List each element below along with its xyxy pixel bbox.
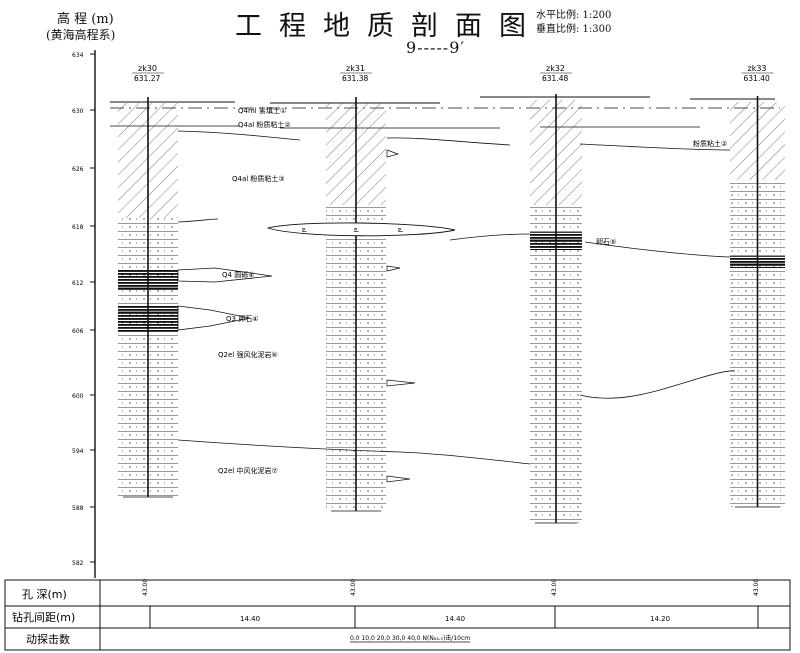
row-label-depth: 孔 深(m) <box>22 588 67 601</box>
vertical-scale: 垂直比例: 1:300 <box>536 24 612 35</box>
row-label-spacing: 钻孔间距(m) <box>12 610 75 624</box>
elevation-tick-label: 626 <box>72 166 84 173</box>
spacing-2: 14.40 <box>445 615 465 623</box>
elevation-axis-title: 高 程 (m) <box>57 12 114 27</box>
layer-label: Q2el 中风化泥岩⑦ <box>218 466 278 475</box>
section-label: 9-----9′ <box>406 38 466 57</box>
elevation-tick-label: 634 <box>72 52 84 59</box>
borehole-id: zk31 <box>346 64 365 73</box>
elevation-tick-label: 606 <box>72 328 84 335</box>
ground-surface-line <box>110 96 780 129</box>
elevation-tick-label: 612 <box>72 280 84 287</box>
elevation-axis: 634 630 626 618 612 606 600 594 588 582 <box>72 50 96 578</box>
svg-text:ఽ: ఽ <box>398 225 403 234</box>
layer-label: 粉质粘土② <box>693 139 727 148</box>
layer-label: Q4ml 素填土① <box>238 106 286 115</box>
elevation-tick-label: 600 <box>72 393 84 400</box>
drawing-title: 工程地质剖面图 <box>235 11 543 42</box>
row-label-blows: 动探击数 <box>26 633 70 646</box>
borehole-elevation: 631.48 <box>542 74 568 83</box>
hole-depth: 43.00 <box>551 579 558 596</box>
spacing-1: 14.40 <box>240 615 260 623</box>
horizontal-scale: 水平比例: 1:200 <box>536 10 612 21</box>
svg-text:ఽ: ఽ <box>302 225 307 234</box>
spacing-3: 14.20 <box>650 615 670 623</box>
borehole-id: zk33 <box>748 64 767 73</box>
blow-count-legend: 0,0 10,0 20,0 30,0 40,0 N(N₆₃.₅)击/10cm <box>350 634 470 642</box>
bottom-table: 孔 深(m) 钻孔间距(m) 动探击数 43.00 43.00 43.00 43.00… <box>4 579 791 651</box>
layer-label: Q4 圆砾④ <box>222 270 254 279</box>
gravel-lens-2 <box>177 267 273 283</box>
borehole-elevation: 631.40 <box>744 74 770 83</box>
elevation-tick-label: 588 <box>72 505 84 512</box>
borehole-elevation: 631.38 <box>342 74 368 83</box>
elevation-tick-label: 630 <box>72 108 84 115</box>
layer-label: Q4al 粉质粘土③ <box>232 174 285 183</box>
hole-depth: 43.00 <box>142 579 149 596</box>
thin-lens-zk31 <box>386 149 416 483</box>
elevation-tick-label: 594 <box>72 448 84 455</box>
layer-label: 卵石⑤ <box>596 237 616 246</box>
svg-text:ఽ: ఽ <box>354 225 359 234</box>
hole-depth: 43.00 <box>753 579 760 596</box>
borehole-id: zk32 <box>546 64 565 73</box>
layer-boundaries <box>177 130 736 465</box>
layer-label: Q2el 强风化泥岩⑥ <box>218 350 278 359</box>
layer-label: Q3 卵石④ <box>226 314 258 323</box>
elevation-tick-label: 582 <box>72 560 84 567</box>
borehole-id: zk30 <box>138 64 157 73</box>
hole-depth: 43.00 <box>350 579 357 596</box>
elevation-axis-subtitle: (黄海高程系) <box>46 28 116 42</box>
elevation-tick-label: 618 <box>72 224 84 231</box>
borehole-elevation: 631.27 <box>134 74 160 83</box>
layer-label: Q4al 粉质粘土② <box>238 120 291 129</box>
gravel-lens-3 <box>177 305 251 331</box>
